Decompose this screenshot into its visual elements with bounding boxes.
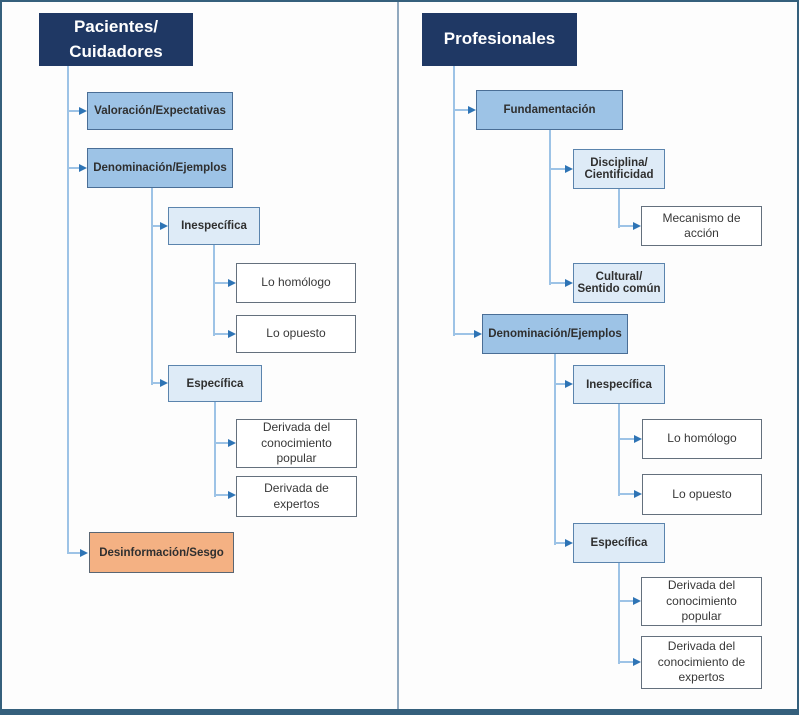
arrow-denominacion-right	[474, 330, 482, 338]
node-inespecifica-left: Inespecífica	[168, 207, 260, 245]
connector-trunk-denominacion-left	[151, 188, 153, 385]
arrow-inespecifica-right	[565, 380, 573, 388]
connector-branch-fundamentacion	[453, 109, 468, 111]
arrow-cultural	[565, 279, 573, 287]
connector-trunk-right-root	[453, 66, 455, 336]
node-lo-opuesto-left: Lo opuesto	[236, 315, 356, 353]
connector-trunk-especifica-right	[618, 563, 620, 664]
node-especifica-right: Específica	[573, 523, 665, 563]
connector-branch-derivada-popular-right	[618, 600, 633, 602]
arrow-especifica-right	[565, 539, 573, 547]
connector-branch-denominacion-right	[453, 333, 474, 335]
connector-branch-cultural	[549, 282, 565, 284]
connector-branch-denominacion-left	[67, 167, 79, 169]
connector-branch-derivada-expertos-left	[214, 494, 228, 496]
panel-divider	[397, 2, 399, 709]
node-mecanismo-de-accion: Mecanismo de acción	[641, 206, 762, 246]
node-derivada-conocimiento-popular-right: Derivada del conocimiento popular	[641, 577, 762, 626]
connector-branch-lo-homologo-left	[213, 282, 228, 284]
connector-branch-inespecifica-left	[151, 225, 160, 227]
connector-branch-lo-opuesto-right	[618, 493, 634, 495]
arrow-derivada-expertos-right	[633, 658, 641, 666]
node-especifica-left: Específica	[168, 365, 262, 402]
connector-branch-derivada-expertos-right	[618, 661, 633, 663]
arrow-derivada-expertos-left	[228, 491, 236, 499]
arrow-derivada-popular-left	[228, 439, 236, 447]
connector-trunk-disciplina	[618, 189, 620, 228]
connector-branch-disciplina	[549, 168, 565, 170]
node-disciplina-cientificidad: Disciplina/ Cientificidad	[573, 149, 665, 189]
node-cultural-sentido-comun: Cultural/ Sentido común	[573, 263, 665, 303]
bottom-accent-bar	[0, 709, 799, 715]
node-derivada-de-expertos-left: Derivada de expertos	[236, 476, 357, 517]
connector-branch-lo-homologo-right	[618, 438, 634, 440]
arrow-lo-opuesto-right	[634, 490, 642, 498]
node-valoracion-expectativas: Valoración/Expectativas	[87, 92, 233, 130]
node-denominacion-ejemplos-right: Denominación/Ejemplos	[482, 314, 628, 354]
node-desinformacion-sesgo: Desinformación/Sesgo	[89, 532, 234, 573]
connector-trunk-especifica-left	[214, 402, 216, 497]
connector-trunk-denominacion-right	[554, 354, 556, 545]
arrow-especifica-left	[160, 379, 168, 387]
arrow-lo-homologo-left	[228, 279, 236, 287]
node-pacientes-cuidadores: Pacientes/ Cuidadores	[39, 13, 193, 66]
connector-branch-valoracion	[67, 110, 79, 112]
connector-branch-especifica-left	[151, 382, 160, 384]
connector-trunk-inespecifica-right	[618, 404, 620, 496]
connector-trunk-inespecifica-left	[213, 245, 215, 336]
node-derivada-conocimiento-popular-left: Derivada del conocimiento popular	[236, 419, 357, 468]
arrow-lo-opuesto-left	[228, 330, 236, 338]
arrow-inespecifica-left	[160, 222, 168, 230]
connector-branch-inespecifica-right	[554, 383, 565, 385]
connector-branch-lo-opuesto-left	[213, 333, 228, 335]
arrow-derivada-popular-right	[633, 597, 641, 605]
connector-branch-derivada-popular-left	[214, 442, 228, 444]
node-lo-homologo-left: Lo homólogo	[236, 263, 356, 303]
arrow-lo-homologo-right	[634, 435, 642, 443]
arrow-disciplina	[565, 165, 573, 173]
connector-branch-mecanismo	[618, 225, 633, 227]
node-profesionales: Profesionales	[422, 13, 577, 66]
arrow-fundamentacion	[468, 106, 476, 114]
node-lo-opuesto-right: Lo opuesto	[642, 474, 762, 515]
node-denominacion-ejemplos-left: Denominación/Ejemplos	[87, 148, 233, 188]
arrow-valoracion	[79, 107, 87, 115]
arrow-denominacion-left	[79, 164, 87, 172]
arrow-mecanismo	[633, 222, 641, 230]
node-derivada-conocimiento-expertos-right: Derivada del conocimiento de expertos	[641, 636, 762, 689]
connector-trunk-fundamentacion	[549, 130, 551, 285]
connector-branch-especifica-right	[554, 542, 565, 544]
node-fundamentacion: Fundamentación	[476, 90, 623, 130]
connector-trunk-left-root	[67, 66, 69, 554]
node-lo-homologo-right: Lo homólogo	[642, 419, 762, 459]
arrow-desinformacion	[80, 549, 88, 557]
connector-branch-desinformacion	[67, 552, 80, 554]
node-inespecifica-right: Inespecífica	[573, 365, 665, 404]
